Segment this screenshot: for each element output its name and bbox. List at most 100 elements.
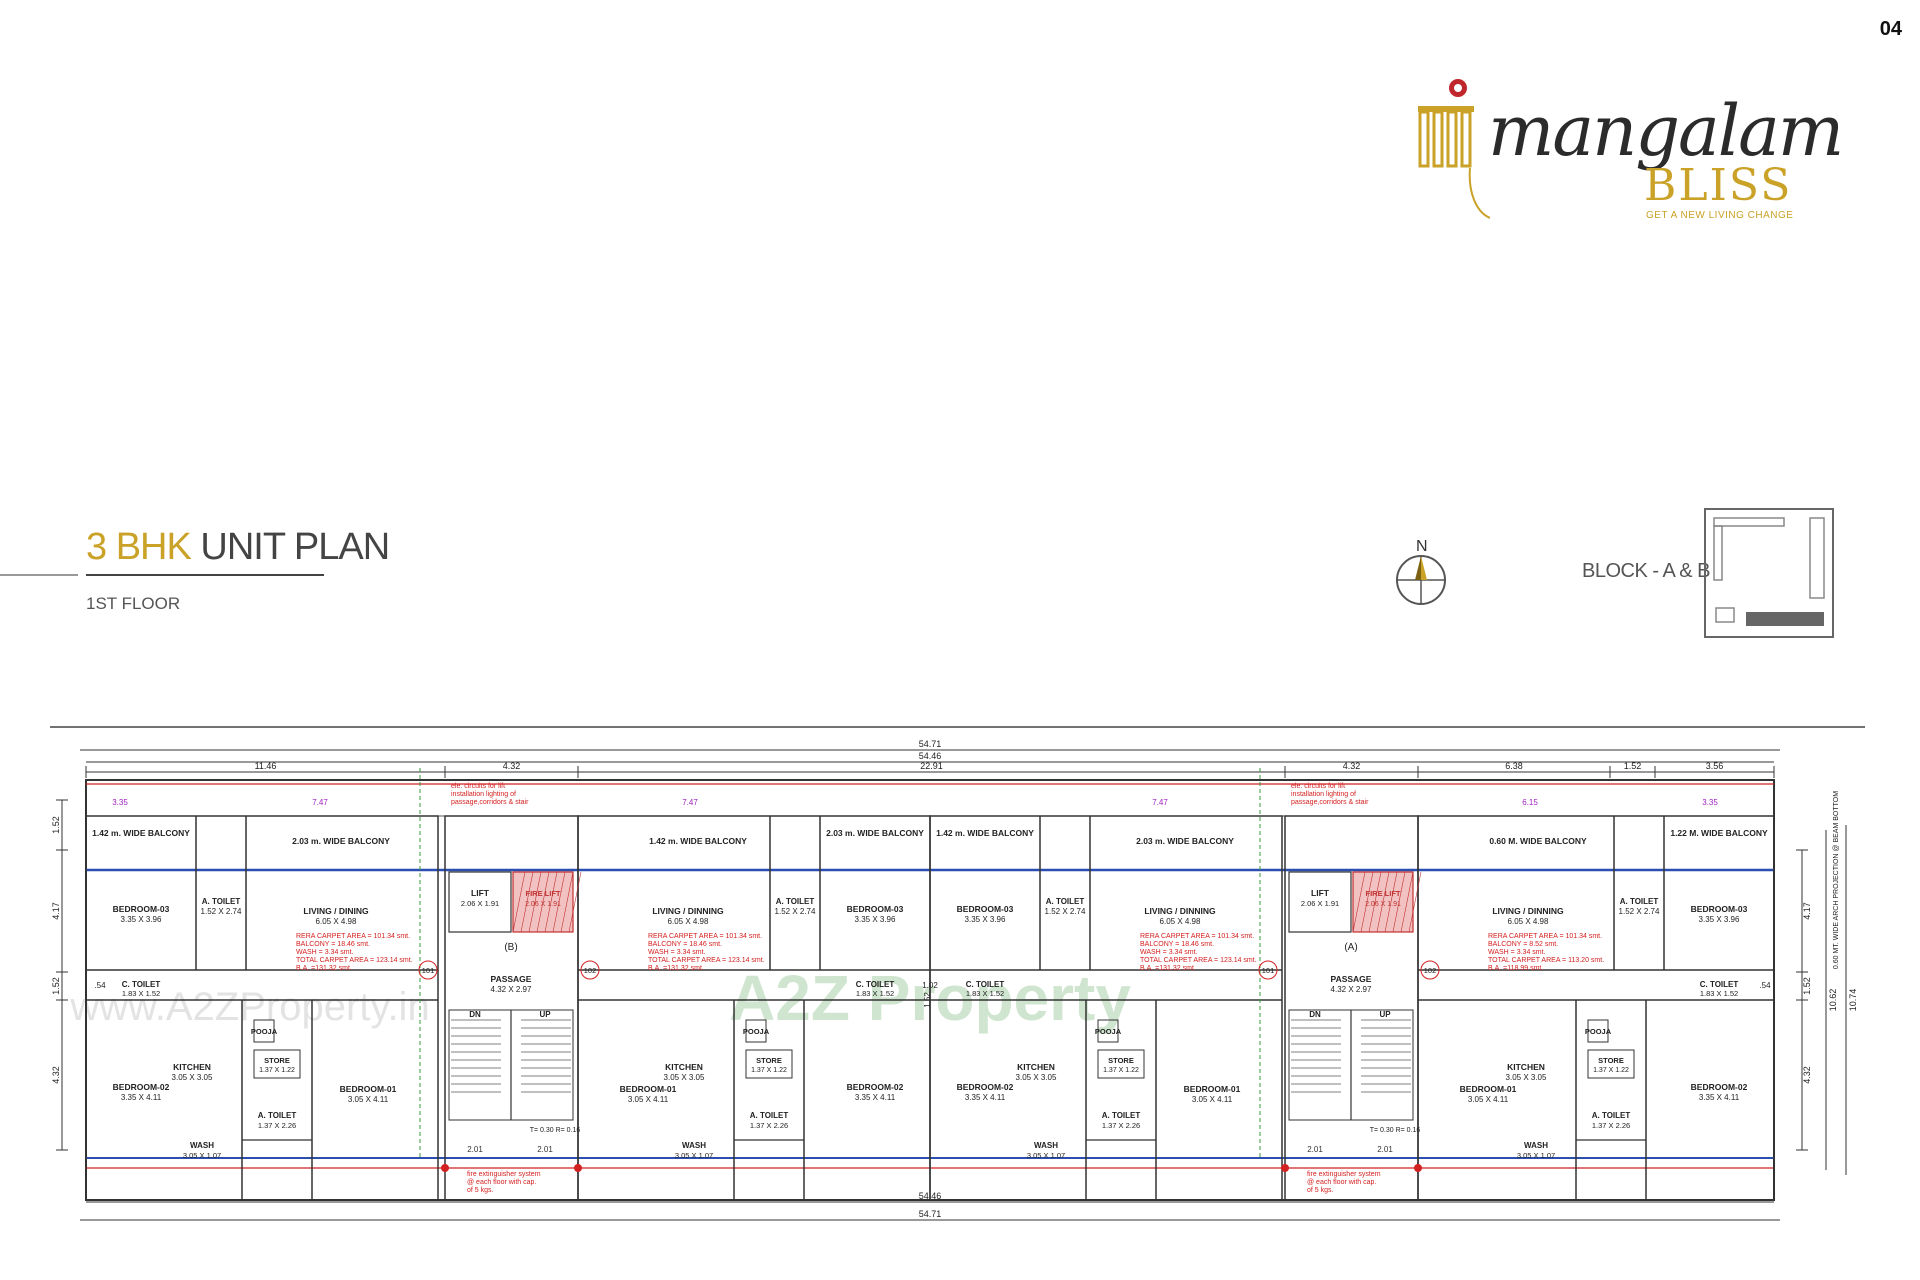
room-size: 1.52 X 2.74 xyxy=(775,907,816,916)
room-label: LIVING / DINNING xyxy=(652,906,724,916)
unit-number-marker xyxy=(1258,960,1278,980)
unit-outline xyxy=(85,815,439,1201)
room-label: KITCHEN xyxy=(665,1062,703,1072)
room-label: KITCHEN xyxy=(1507,1062,1545,1072)
area-text: BALCONY = 18.46 smt. xyxy=(1140,941,1214,948)
unit-number-marker xyxy=(1420,960,1440,980)
hatch-line xyxy=(544,871,558,933)
dim-label: 54.71 xyxy=(919,739,942,749)
hatch-line xyxy=(520,871,534,933)
stair-dn: DN xyxy=(469,1010,481,1019)
fire-note: fire extinguisher system xyxy=(467,1171,541,1178)
dim-label: 4.32 xyxy=(51,1066,61,1084)
dim-label: 4.32 xyxy=(1343,761,1361,771)
room-label: A. TOILET xyxy=(1046,897,1085,906)
balcony-label: 1.42 m. WIDE BALCONY xyxy=(649,836,747,846)
room-size: 6.05 X 4.98 xyxy=(1160,917,1201,926)
compass-icon xyxy=(1396,555,1446,605)
room-size: 1.52 X 2.74 xyxy=(1619,907,1660,916)
room-size: 3.05 X 4.11 xyxy=(1468,1095,1509,1104)
passage-tag: (A) xyxy=(1344,942,1357,953)
balcony-label: 1.42 m. WIDE BALCONY xyxy=(92,828,190,838)
room-label: BEDROOM-03 xyxy=(957,904,1014,914)
room-size: 6.05 X 4.98 xyxy=(668,917,709,926)
room-size: 3.35 X 4.11 xyxy=(965,1093,1006,1102)
room-label: C. TOILET xyxy=(122,980,161,989)
title-bhk: 3 BHK xyxy=(86,526,192,568)
room-size: 3.05 X 4.11 xyxy=(1192,1095,1233,1104)
area-text: BALCONY = 18.46 smt. xyxy=(296,941,370,948)
area-text: B.A. =131.32 smt. xyxy=(648,965,704,972)
room-size: 3.05 X 3.05 xyxy=(172,1073,213,1082)
balcony-label: 2.03 m. WIDE BALCONY xyxy=(292,836,390,846)
brand-logo: mangalam BLISS GET A NEW LIVING CHANGE xyxy=(1410,72,1860,232)
room-size: 1.37 X 2.26 xyxy=(1102,1121,1140,1130)
passage-label: PASSAGE xyxy=(1331,974,1372,984)
room-size: 3.35 X 3.96 xyxy=(1699,915,1740,924)
room-label: BEDROOM-02 xyxy=(1691,1082,1748,1092)
fire-note: fire extinguisher system xyxy=(1307,1171,1381,1178)
lift-note: ele. circuits for lift xyxy=(451,783,505,790)
hatch-line xyxy=(512,871,526,933)
area-text: RERA CARPET AREA = 101.34 smt. xyxy=(1488,933,1602,940)
room-label: POOJA xyxy=(743,1027,770,1036)
compass-north: N xyxy=(1416,538,1428,555)
lift-size: 2.06 X 1.91 xyxy=(1301,899,1339,908)
room-label: KITCHEN xyxy=(173,1062,211,1072)
pooja-outline xyxy=(745,1019,767,1043)
room-size: 3.05 X 3.05 xyxy=(664,1073,705,1082)
inner-dim: .54 xyxy=(94,981,106,990)
dim-label: 1.52 xyxy=(51,816,61,834)
room-size: 1.37 X 1.22 xyxy=(751,1067,787,1074)
room-size: 1.83 X 1.52 xyxy=(1700,989,1738,998)
room-label: WASH xyxy=(1524,1141,1548,1150)
room-label: BEDROOM-01 xyxy=(1184,1084,1241,1094)
unit-number: 101 xyxy=(1262,966,1275,975)
room-label: BEDROOM-02 xyxy=(113,1082,170,1092)
room-size: 1.37 X 2.26 xyxy=(750,1121,788,1130)
lift-note: installation lighting of xyxy=(451,791,516,798)
hatch-line xyxy=(536,871,550,933)
block-label: BLOCK - A & B xyxy=(1582,560,1711,582)
room-label: C. TOILET xyxy=(1700,980,1739,989)
room-size: 3.05 X 3.05 xyxy=(1016,1073,1057,1082)
room-size: 1.37 X 2.26 xyxy=(1592,1121,1630,1130)
room-label: A. TOILET xyxy=(1592,1111,1631,1120)
store-outline xyxy=(1587,1049,1635,1079)
room-label: BEDROOM-03 xyxy=(1691,904,1748,914)
dim-label: 54.46 xyxy=(919,751,942,761)
passage-size: 4.32 X 2.97 xyxy=(1331,985,1372,994)
fire-note: of 5 kgs. xyxy=(1307,1187,1334,1194)
title-rule xyxy=(0,574,78,576)
stair-note: T= 0.30 R= 0.16 xyxy=(1370,1127,1421,1134)
logo-sub: BLISS xyxy=(1644,160,1793,211)
title-rest: UNIT PLAN xyxy=(200,526,390,568)
room-label: LIVING / DINNING xyxy=(1144,906,1216,916)
key-plan-icon xyxy=(1713,517,1825,626)
room-size: 3.05 X 4.11 xyxy=(348,1095,389,1104)
floor-plan: A2Z Propertywww.A2ZProperty.in54.7154.46… xyxy=(50,726,1865,1221)
room-label: LIVING / DINNING xyxy=(1492,906,1564,916)
room-size: 1.37 X 1.22 xyxy=(1593,1067,1629,1074)
passage-tag: (B) xyxy=(504,942,517,953)
room-label: BEDROOM-03 xyxy=(847,904,904,914)
inner-dim: 3.35 xyxy=(1702,798,1718,807)
hatch-line xyxy=(1376,871,1390,933)
stair-dim: 2.01 xyxy=(1377,1145,1393,1154)
hatch-line xyxy=(568,871,582,933)
room-label: BEDROOM-02 xyxy=(847,1082,904,1092)
room-size: 6.05 X 4.98 xyxy=(316,917,357,926)
extinguisher-marker xyxy=(441,1164,449,1172)
area-text: BALCONY = 18.46 smt. xyxy=(648,941,722,948)
hatch-line xyxy=(528,871,542,933)
room-label: A. TOILET xyxy=(258,1111,297,1120)
unit-number: 102 xyxy=(584,966,597,975)
area-text: B.A. =131.32 smt. xyxy=(296,965,352,972)
room-size: 1.83 X 1.52 xyxy=(122,989,160,998)
hatch-line xyxy=(1384,871,1398,933)
inner-dim: 1.02 xyxy=(922,981,938,990)
compass: N xyxy=(1392,538,1456,610)
hatch-line xyxy=(1360,871,1374,933)
room-size: 3.05 X 1.07 xyxy=(675,1151,713,1160)
store-outline xyxy=(253,1049,301,1079)
